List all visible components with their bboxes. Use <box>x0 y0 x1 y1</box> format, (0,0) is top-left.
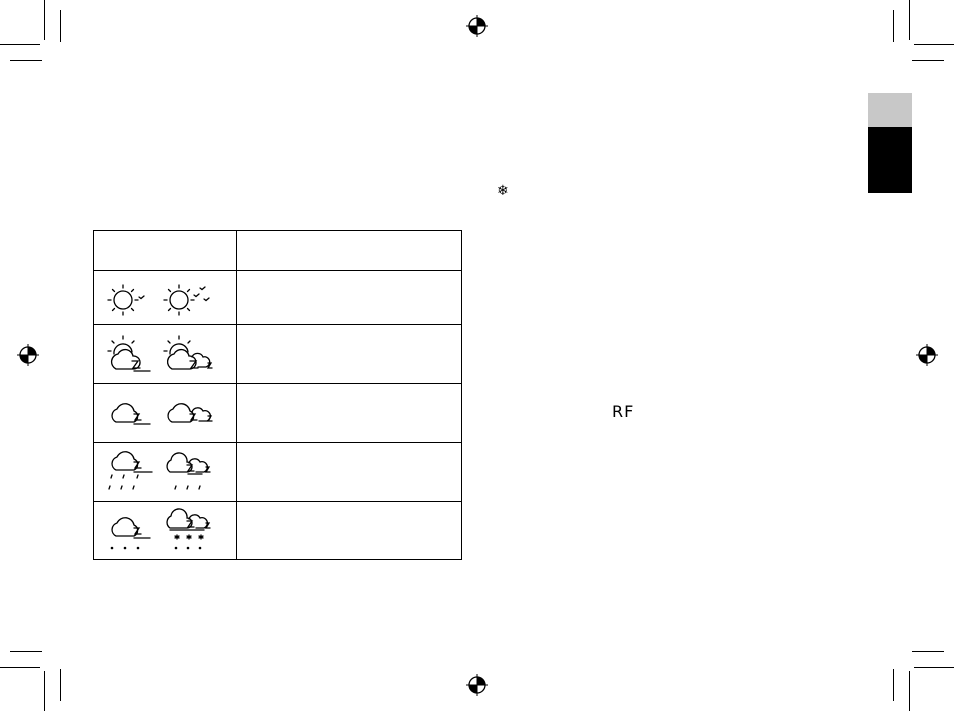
sun-behind-cloud-icon <box>107 335 151 372</box>
registration-mark-icon <box>17 344 39 366</box>
partly-cloudy-icon-pair <box>107 335 213 372</box>
crop-mark <box>44 0 45 40</box>
registration-mark-icon <box>466 15 488 37</box>
header-icon-column <box>93 230 237 271</box>
crop-mark <box>0 667 40 668</box>
rain-icon-pair <box>108 451 211 490</box>
cloud-with-snow-dots <box>110 546 140 550</box>
icon-cell <box>93 501 237 560</box>
forecast-icon-table <box>93 230 462 560</box>
description-cell <box>236 383 462 443</box>
table-row <box>93 501 462 560</box>
table-row <box>93 442 462 502</box>
sun-icon-pair <box>107 284 210 316</box>
crop-mark <box>60 669 61 701</box>
cloudy-icon-pair <box>111 403 213 425</box>
sun-icon <box>107 284 145 316</box>
icon-cell <box>93 383 237 443</box>
description-cell <box>236 270 462 325</box>
description-cell <box>236 501 462 560</box>
registration-mark-icon <box>466 674 488 696</box>
icon-cell <box>93 324 237 384</box>
description-cell <box>236 324 462 384</box>
crop-mark <box>912 60 944 61</box>
side-tab-upper <box>868 93 912 127</box>
crop-mark <box>893 669 894 701</box>
crop-mark <box>10 651 42 652</box>
table-row <box>93 270 462 325</box>
cloud-with-snow-icon <box>111 517 151 539</box>
registration-mark-icon <box>916 344 938 366</box>
double-cloud-with-snow-dots <box>174 546 202 550</box>
table-row <box>93 324 462 384</box>
crop-mark <box>893 10 894 42</box>
sun-behind-clouds-icon <box>163 335 213 370</box>
rf-label: RF <box>612 402 635 421</box>
cloud-with-rain-icon <box>108 451 153 490</box>
description-cell <box>236 442 462 502</box>
sun-with-birds-icon <box>163 284 210 316</box>
side-tab-lower <box>868 127 912 193</box>
crop-mark <box>44 671 45 711</box>
crop-mark <box>909 0 910 40</box>
icon-cell <box>93 270 237 325</box>
double-cloud-with-snow-icon <box>166 508 211 540</box>
crop-mark <box>912 651 944 652</box>
crop-mark <box>0 44 40 45</box>
snowflake-icon: ❄ <box>497 183 509 199</box>
icon-cell <box>93 442 237 502</box>
snow-icon-pair <box>110 508 211 550</box>
table-header-row <box>93 230 462 271</box>
crop-mark <box>909 671 910 711</box>
double-cloud-icon <box>167 403 213 423</box>
double-cloud-with-rain-icon <box>166 452 211 490</box>
header-description-column <box>236 230 462 271</box>
crop-mark <box>60 10 61 42</box>
table-row <box>93 383 462 443</box>
crop-mark <box>914 667 954 668</box>
cloud-icon <box>111 403 151 425</box>
crop-mark <box>10 60 42 61</box>
crop-mark <box>914 44 954 45</box>
